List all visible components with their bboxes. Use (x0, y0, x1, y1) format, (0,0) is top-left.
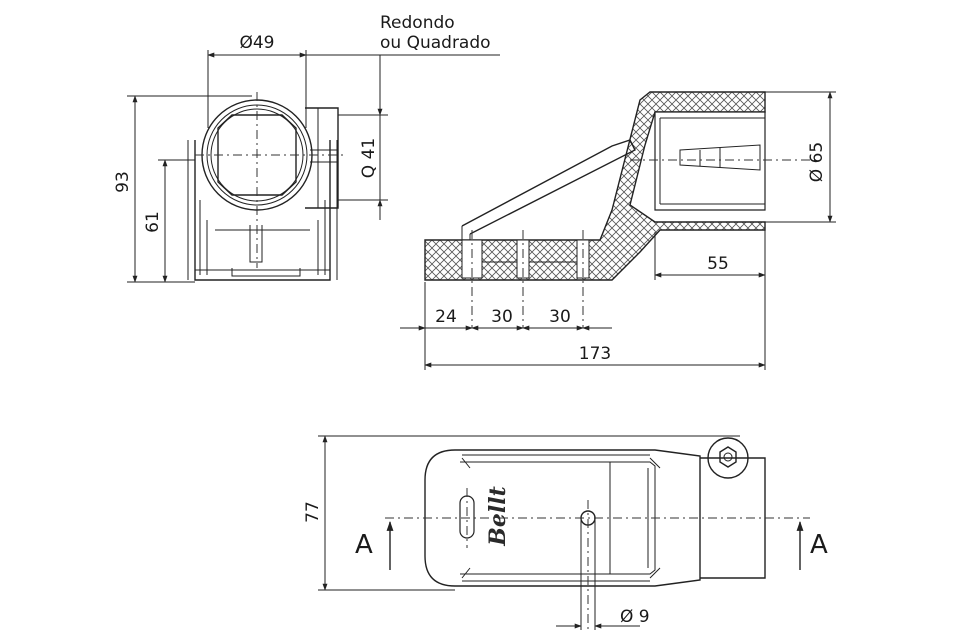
label-h61: 61 (143, 211, 163, 233)
brand-label: Bellt (485, 486, 511, 546)
label-w30a: 30 (491, 307, 513, 327)
label-w55: 55 (707, 254, 729, 274)
section-view (400, 91, 836, 370)
label-h77: 77 (303, 501, 323, 523)
label-w173: 173 (579, 344, 611, 364)
top-view (318, 435, 810, 630)
label-w24: 24 (435, 307, 457, 327)
section-label-right: A (810, 530, 828, 560)
note-line2: ou Quadrado (380, 33, 491, 53)
front-view (127, 50, 500, 283)
label-q41: Q 41 (359, 138, 379, 178)
label-h93: 93 (113, 171, 133, 193)
label-w30b: 30 (549, 307, 571, 327)
section-label-left: A (355, 530, 373, 560)
note-line1: Redondo (380, 13, 455, 33)
label-diam49: Ø49 (239, 33, 274, 53)
label-d9: Ø 9 (620, 607, 650, 627)
label-d65: Ø 65 (807, 142, 827, 182)
